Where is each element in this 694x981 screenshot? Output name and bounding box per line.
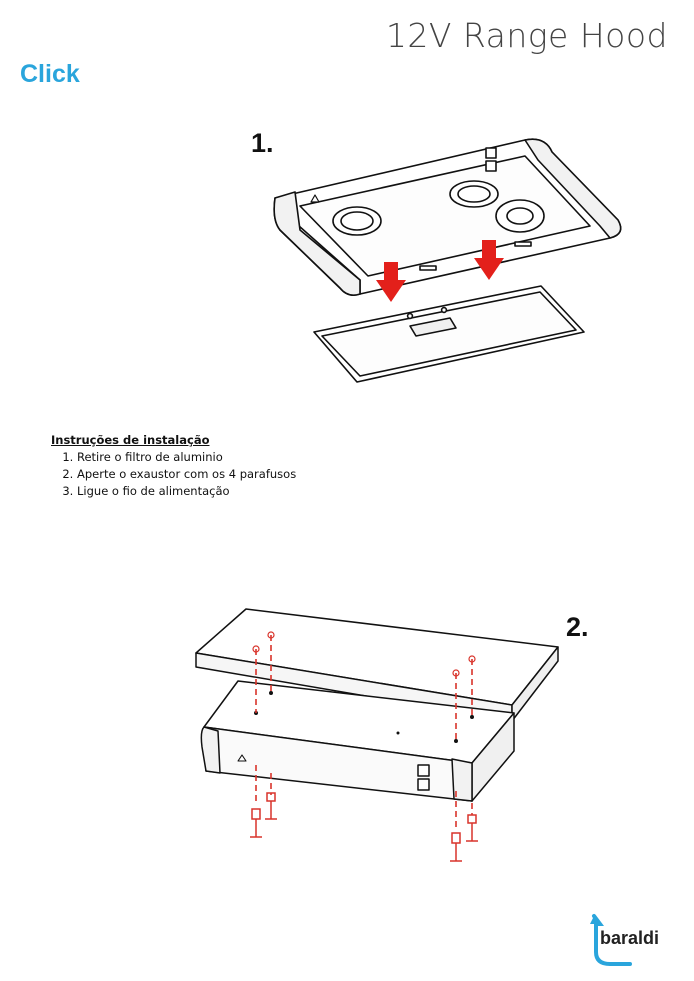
- step-2-label: 2.: [566, 612, 589, 642]
- baraldi-logo-icon: [590, 914, 632, 966]
- baraldi-logo: baraldi: [580, 912, 680, 972]
- step-1-label: 1.: [251, 128, 274, 158]
- installation-instructions: Instruções de instalação Retire o filtro…: [51, 433, 296, 500]
- page-title: 12V Range Hood: [385, 16, 668, 55]
- instructions-heading: Instruções de instalação: [51, 433, 210, 447]
- brand-click-label: Click: [20, 60, 80, 88]
- instruction-item: Ligue o fio de alimentação: [77, 483, 296, 500]
- instructions-list: Retire o filtro de aluminio Aperte o exa…: [51, 449, 296, 500]
- screw-mounting-diagram: [195, 608, 559, 862]
- filter-removal-diagram: [273, 138, 622, 383]
- instruction-item: Retire o filtro de aluminio: [77, 449, 296, 466]
- logo-text: baraldi: [600, 928, 660, 948]
- instruction-item: Aperte o exaustor com os 4 parafusos: [77, 466, 296, 483]
